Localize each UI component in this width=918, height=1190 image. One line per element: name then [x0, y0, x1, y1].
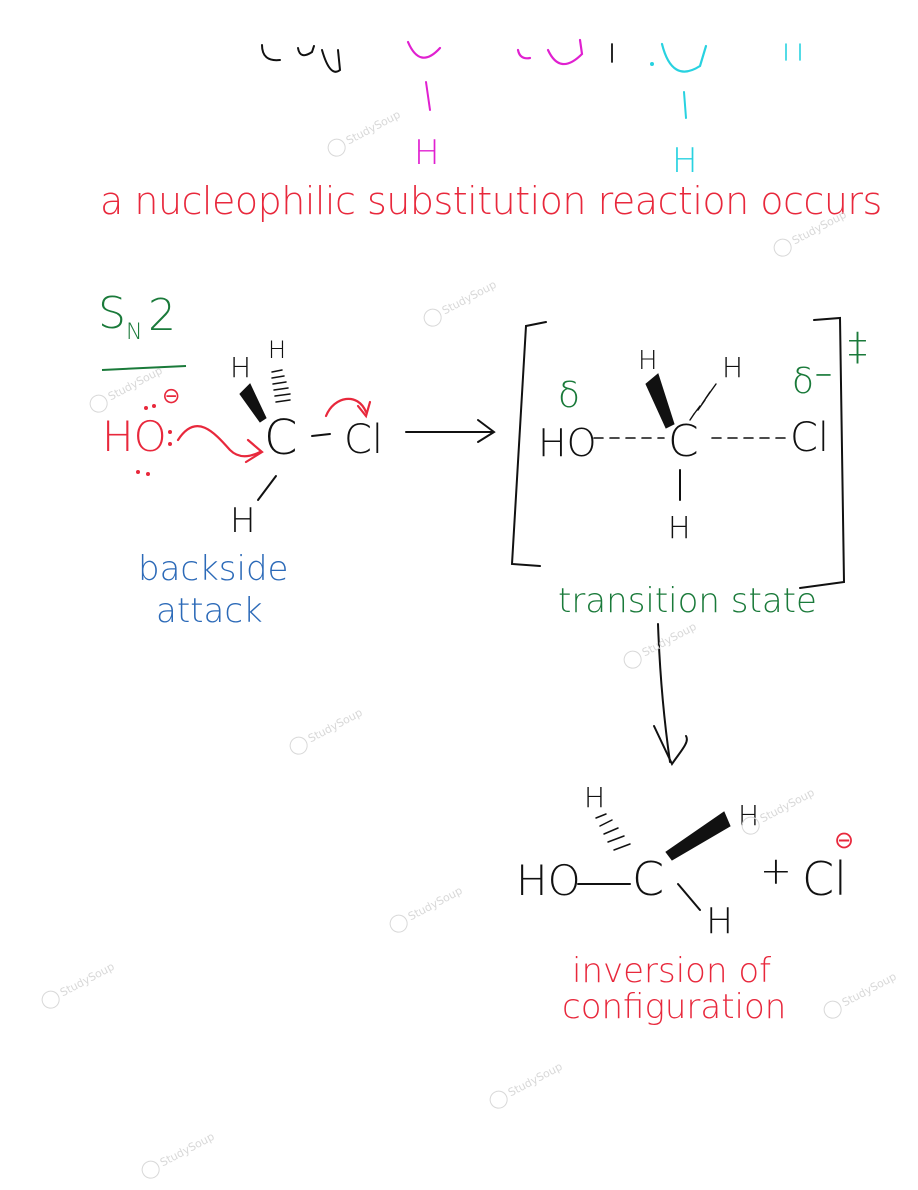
ts-wedge-bond: [645, 373, 675, 429]
wedge-bond: [239, 383, 267, 423]
reactant-bonds: [239, 369, 331, 501]
product-wedge-bond: [665, 811, 731, 861]
chloride-charge: ⊖: [834, 826, 855, 854]
ts-brackets: [510, 316, 846, 589]
ts-h-top-right: H: [722, 351, 744, 384]
ts-bonds: [593, 373, 791, 501]
inversion-note-line2: configuration: [562, 987, 787, 1027]
heading-subscript-n: N: [126, 320, 143, 345]
reactant-h-bottom: H: [230, 501, 256, 541]
nucleophile-attack-arrow: [176, 425, 264, 464]
top-h-cyan: H: [672, 141, 698, 181]
product-carbon: C: [632, 852, 665, 906]
hash-bond: [271, 369, 291, 403]
ts-label: transition state: [558, 581, 817, 621]
chloride-ion: Cl: [802, 852, 847, 906]
product-h-top-left: H: [584, 781, 606, 814]
ts-hydroxyl: HO: [538, 421, 597, 465]
heading-underline: [101, 365, 187, 371]
reactant-carbon: C: [264, 410, 298, 466]
product-hash-bond: [595, 813, 631, 851]
ts-h-top-left: H: [638, 346, 658, 376]
product-h-bottom: H: [706, 901, 734, 942]
product-bonds: [577, 811, 731, 911]
reactant-h-top-left: H: [230, 351, 252, 384]
product-plus-sign: +: [760, 849, 792, 893]
product-h-top-right: H: [738, 799, 760, 832]
hydroxide-charge: ⊖: [162, 384, 181, 409]
inversion-note-line1: inversion of: [572, 951, 772, 991]
hydroxide-label: HO: [102, 412, 167, 461]
reaction-arrow: [405, 419, 496, 443]
ts-chlorine: Cl: [790, 415, 830, 461]
top-h-magenta: H: [414, 133, 440, 173]
top-partial-structures: [261, 38, 801, 119]
ts-h-bottom: H: [668, 511, 691, 546]
leaving-group-arrow: [324, 397, 372, 419]
reactant-chlorine: Cl: [344, 417, 384, 463]
backside-attack-line1: backside: [138, 549, 289, 589]
heading-s: S: [98, 288, 126, 339]
ts-delta-left: δ: [558, 375, 581, 416]
ts-double-dagger: ‡: [848, 325, 867, 369]
lone-pairs: [136, 404, 172, 476]
ts-hash-bond: [689, 383, 717, 421]
heading-two: 2: [148, 290, 176, 341]
reactant-h-top-right: H: [268, 336, 287, 364]
ts-delta-right: δ⁻: [792, 361, 834, 402]
product-hydroxyl: HO: [516, 856, 581, 905]
ts-carbon: C: [668, 416, 699, 467]
reaction-caption: a nucleophilic substitution reaction occ…: [100, 179, 882, 223]
down-arrow: [653, 623, 688, 767]
backside-attack-line2: attack: [156, 591, 263, 631]
